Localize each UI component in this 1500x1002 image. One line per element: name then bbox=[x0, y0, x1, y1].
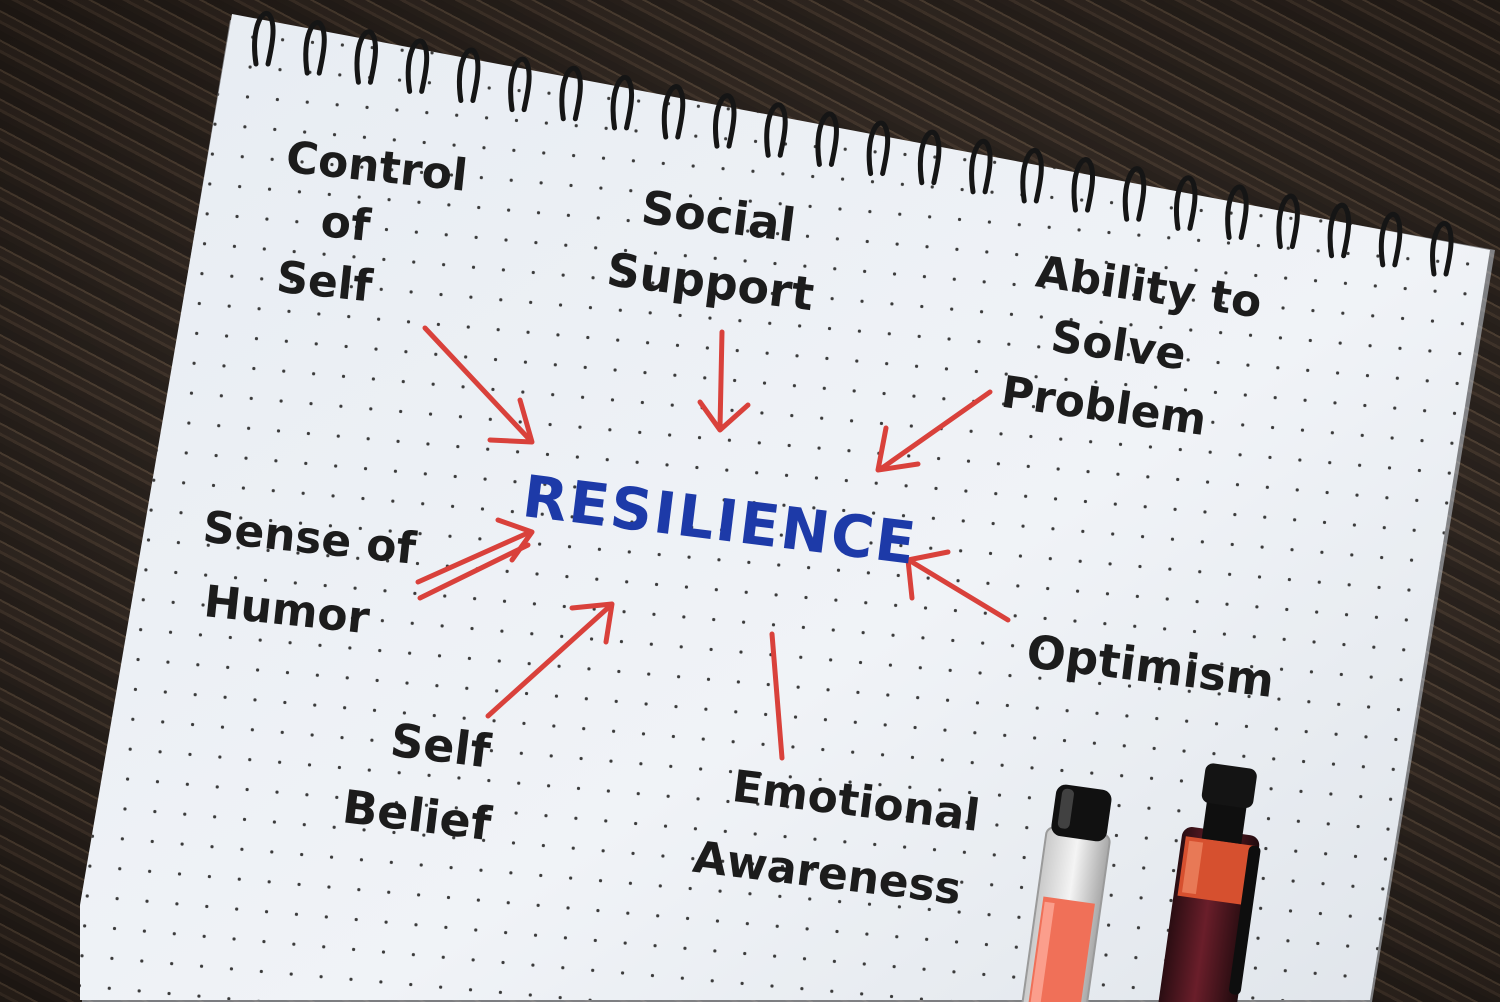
spiral-ring bbox=[610, 75, 635, 131]
spiral-ring bbox=[866, 120, 891, 177]
orange-marker-icon bbox=[1019, 784, 1112, 1002]
spiral-ring bbox=[252, 11, 276, 67]
spiral-ring bbox=[1225, 184, 1249, 240]
spiral-ring bbox=[1327, 202, 1352, 259]
spiral-ring bbox=[508, 56, 532, 113]
arrows bbox=[415, 325, 1011, 761]
spiral-ring bbox=[1378, 212, 1403, 268]
spiral-ring bbox=[917, 129, 942, 186]
arrow-from-social-support bbox=[697, 329, 751, 433]
spiral-ring bbox=[764, 102, 788, 158]
arrow-from-self-belief bbox=[485, 601, 615, 719]
arrow-from-ability-to-solve-problem bbox=[875, 389, 993, 473]
spiral-ring bbox=[354, 29, 378, 85]
node-label-line: Self bbox=[388, 713, 495, 779]
spiral-ring bbox=[661, 84, 686, 140]
dark-red-marker-icon bbox=[1156, 763, 1261, 1002]
spiral-ring bbox=[1122, 166, 1147, 222]
arrow-from-control-of-self bbox=[422, 325, 535, 445]
spiral-ring bbox=[1020, 148, 1044, 204]
node-label-line: of bbox=[318, 196, 373, 252]
spiral-ring bbox=[1071, 157, 1096, 213]
spiral-ring bbox=[1276, 193, 1300, 250]
node-label-line: Self bbox=[274, 252, 375, 313]
arrow-from-optimism bbox=[905, 549, 1011, 623]
line-to-emotional-awareness bbox=[769, 631, 785, 761]
arrow-from-sense-of-humor bbox=[415, 517, 535, 601]
spiral-ring bbox=[303, 20, 327, 76]
spiral-binding bbox=[252, 11, 1454, 277]
spiral-ring bbox=[1174, 175, 1198, 231]
notebook-page bbox=[80, 14, 1495, 1002]
spiral-ring bbox=[1430, 221, 1454, 277]
spiral-ring bbox=[713, 93, 737, 149]
spiral-ring bbox=[815, 111, 839, 167]
spiral-ring bbox=[405, 38, 430, 94]
spiral-ring bbox=[457, 47, 481, 104]
spiral-ring bbox=[969, 138, 993, 195]
spiral-ring bbox=[559, 65, 583, 122]
